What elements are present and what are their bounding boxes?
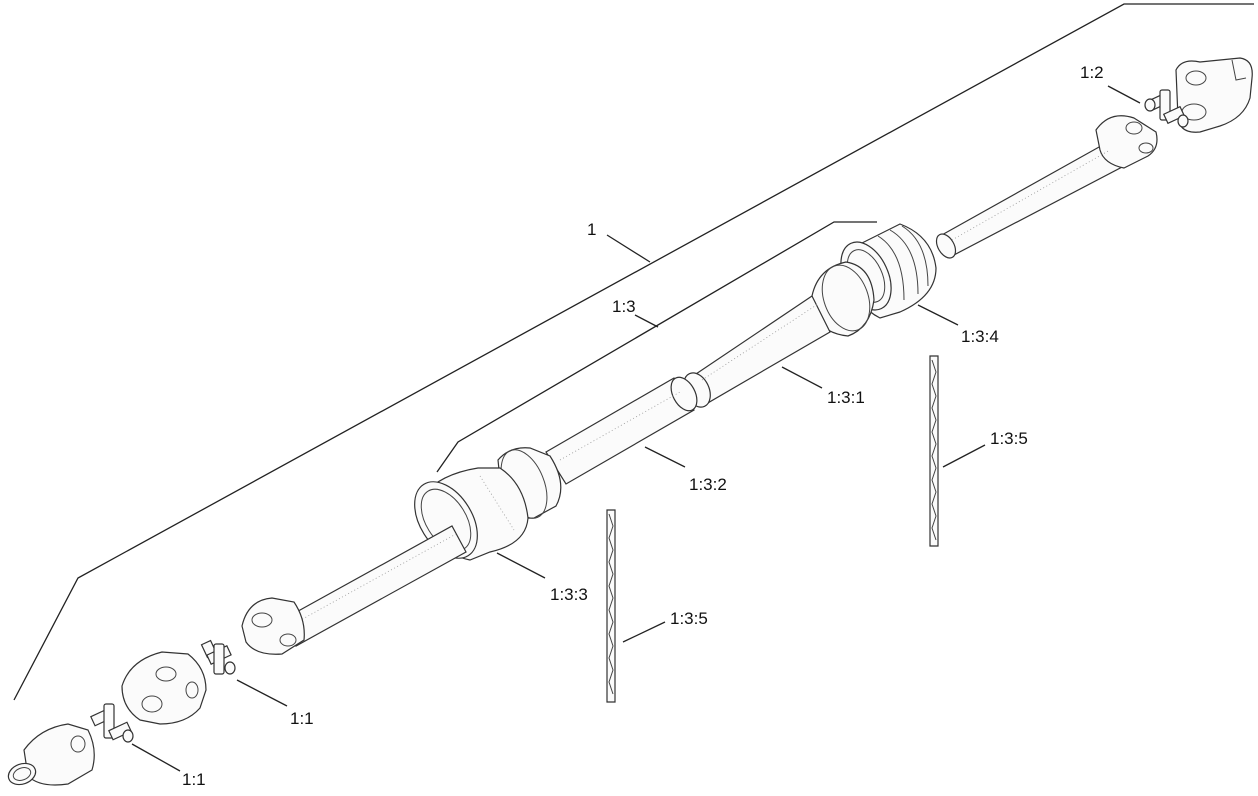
- callout-front-cone: 1:3:3: [550, 585, 588, 604]
- upper-cross: [200, 639, 236, 675]
- rear-yoke: [1175, 57, 1253, 133]
- lower-cross: [90, 703, 134, 743]
- front-housing: [121, 651, 207, 725]
- front-shaft: [241, 525, 467, 655]
- leader-lines: [131, 85, 1141, 772]
- rear-cross: [1144, 89, 1189, 128]
- rear-shaft: [935, 115, 1158, 259]
- callout-inner-tube-shield: 1:3:2: [689, 475, 727, 494]
- chain-right: [929, 355, 939, 547]
- chain-left: [606, 509, 616, 703]
- callout-cross-lower: 1:1: [182, 770, 206, 789]
- inner-shield-tube: [497, 376, 698, 519]
- callout-bellows: 1:3:4: [961, 327, 999, 346]
- tractor-yoke: [7, 723, 95, 786]
- callout-assembly: 1: [587, 220, 597, 239]
- callout-chain-left: 1:3:5: [670, 609, 708, 628]
- callout-cross-upper: 1:1: [290, 709, 314, 728]
- callout-outer-tube-shield: 1:3:1: [827, 388, 865, 407]
- callout-chain-right: 1:3:5: [990, 429, 1028, 448]
- callout-shield-assembly: 1:3: [612, 297, 636, 316]
- callout-rear-yoke: 1:2: [1080, 63, 1104, 82]
- outer-shield-tube: [683, 261, 875, 408]
- shield-bracket-line: [436, 221, 877, 473]
- assembly-bracket-line: [13, 3, 1254, 701]
